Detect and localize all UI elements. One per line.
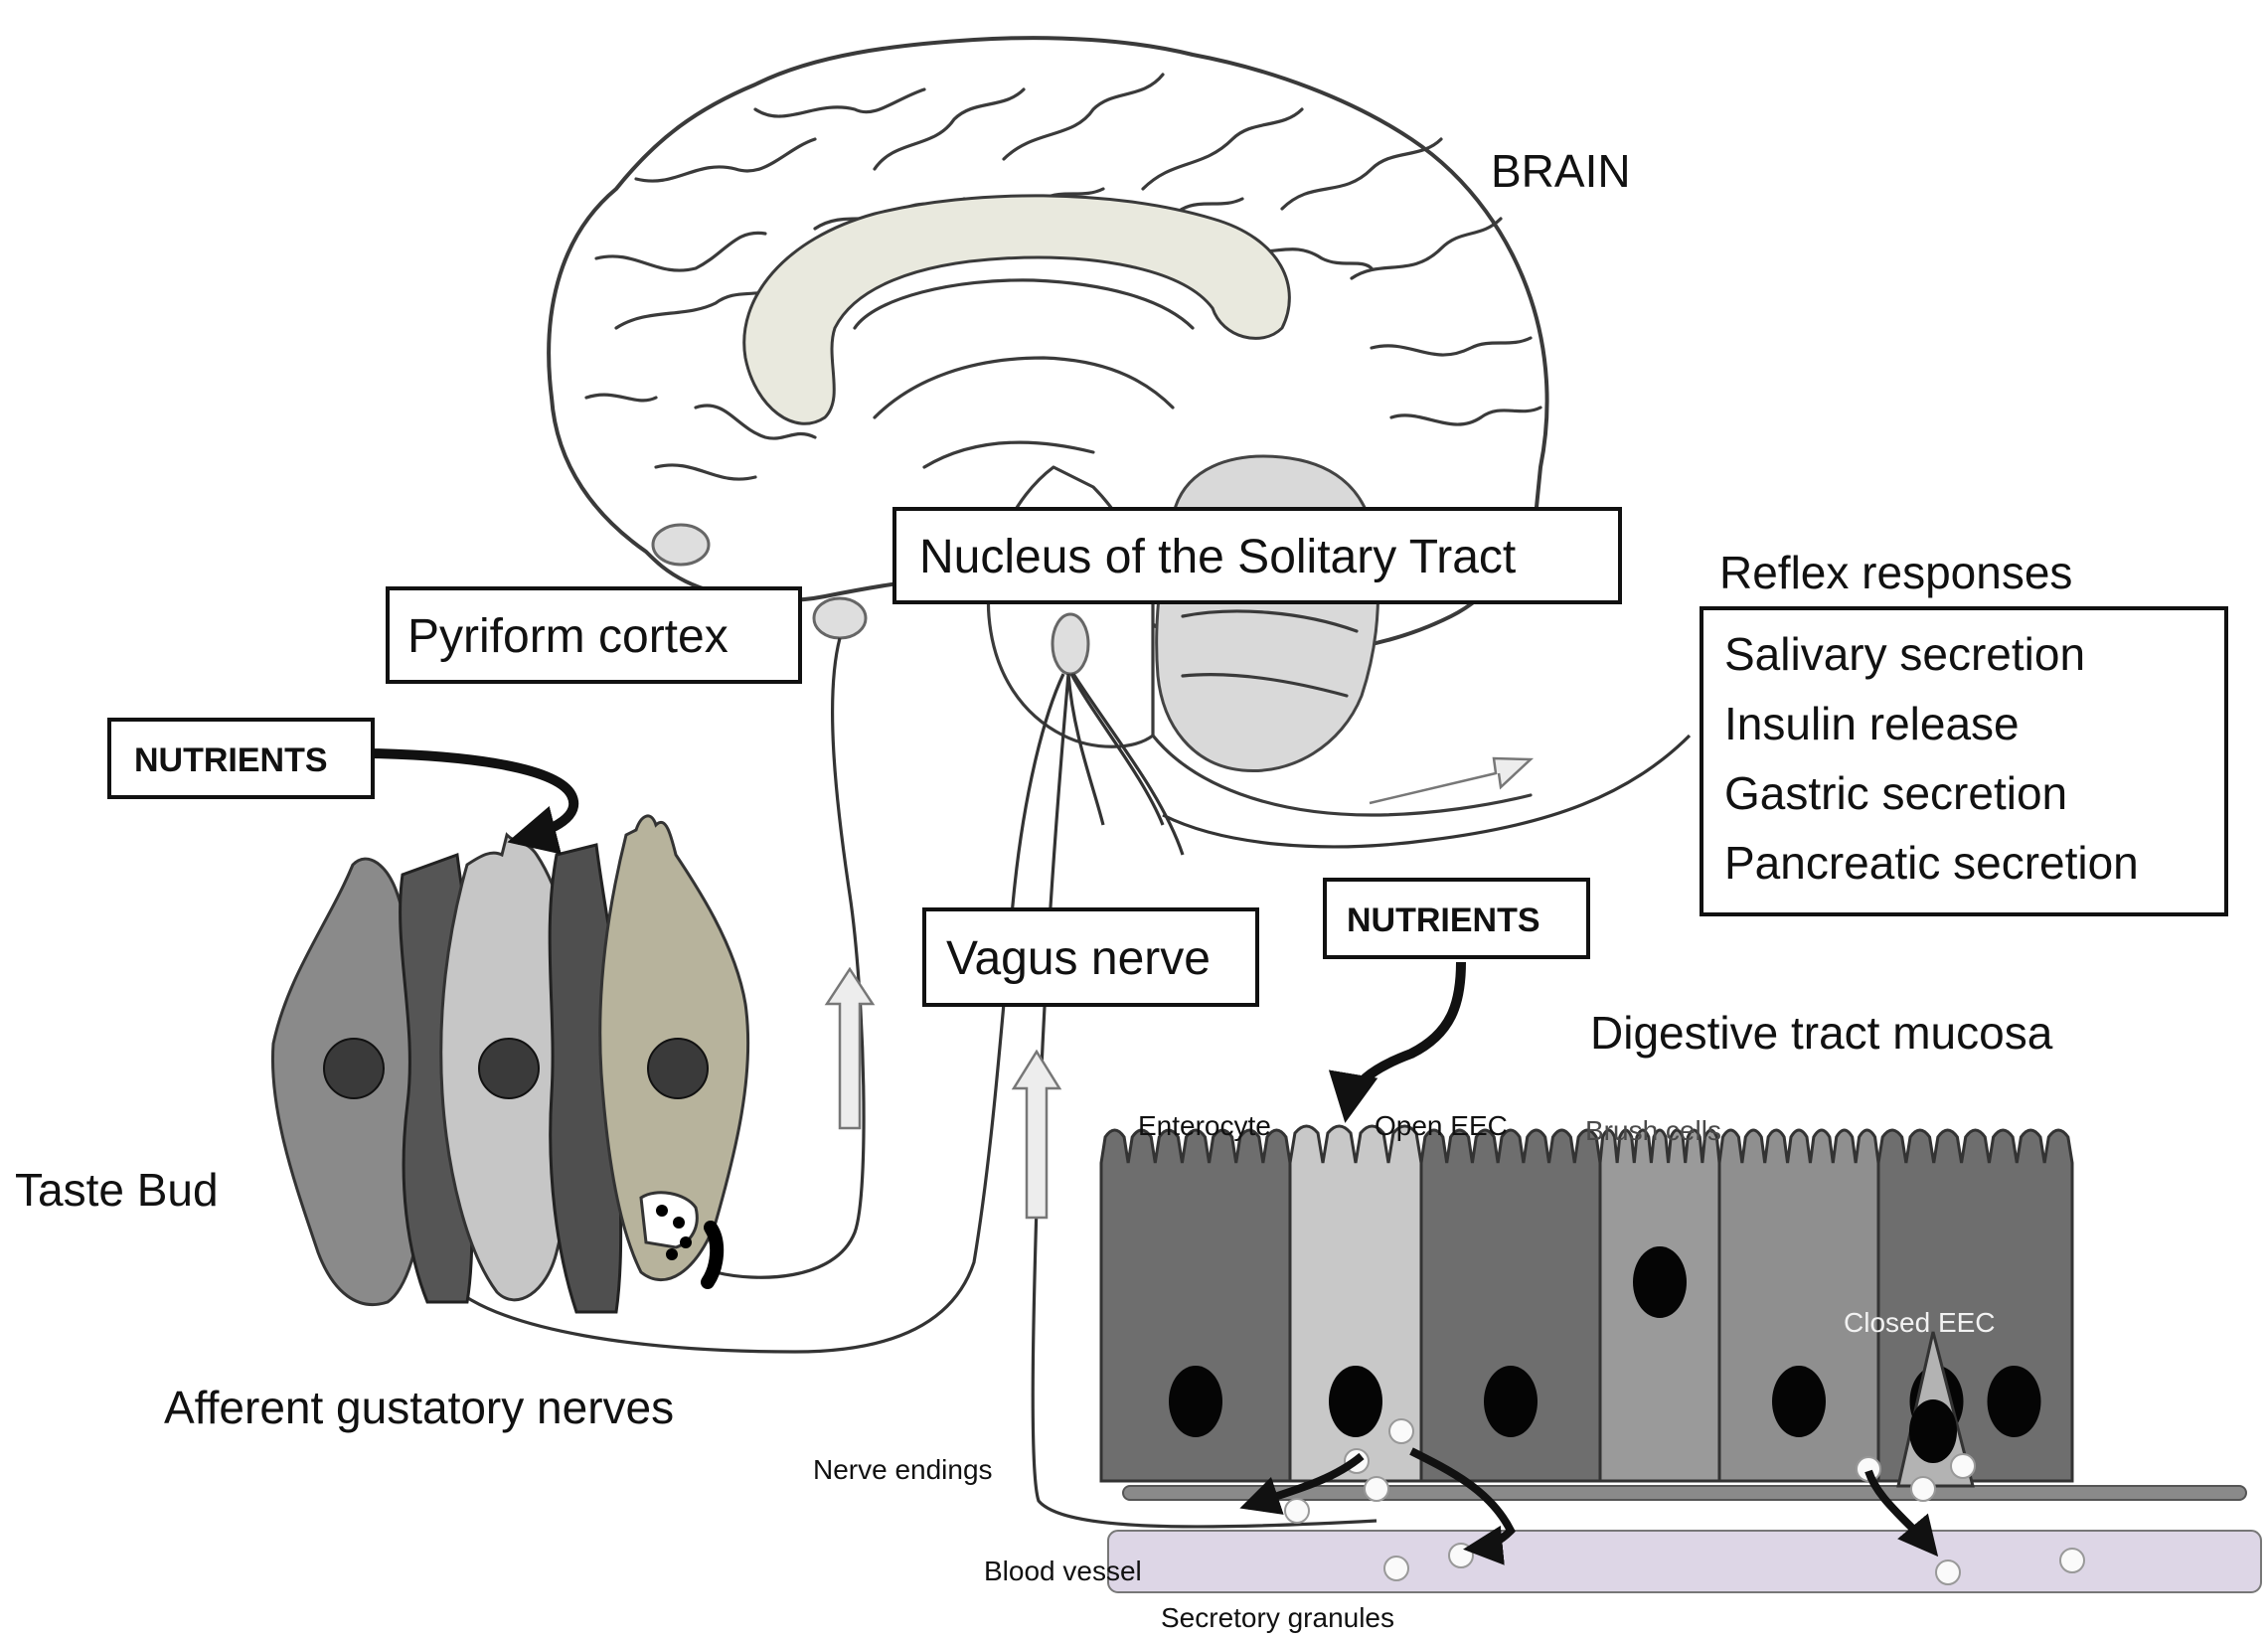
reflex-item: Pancreatic secretion	[1724, 837, 2139, 889]
pyriform-nucleus	[812, 596, 868, 640]
enterocyte-cell	[1717, 1128, 1880, 1483]
up-arrow-vagus	[1011, 1049, 1062, 1220]
cell-nucleus	[1484, 1366, 1538, 1437]
taste-nucleus-2	[478, 1038, 540, 1099]
enterocyte-cell	[1099, 1128, 1292, 1483]
digestive-label: Digestive tract mucosa	[1590, 1007, 2053, 1059]
open-eec-label: Open EEC	[1375, 1110, 1508, 1141]
reflex-item: Salivary secretion	[1724, 628, 2085, 680]
reflex-curve	[1162, 734, 1692, 849]
cell-nucleus	[1633, 1246, 1687, 1318]
enterocyte-cell	[1876, 1128, 2074, 1483]
cell-nucleus	[1329, 1366, 1382, 1437]
nutrients-label-mid: NUTRIENTS	[1347, 902, 1540, 939]
secretion-arrows	[1239, 1447, 1939, 1565]
pyriform-box: Pyriform cortex	[386, 586, 802, 684]
taste-nucleus-3	[647, 1038, 709, 1099]
cell-nucleus	[1987, 1366, 2041, 1437]
nutrient-arrow-top	[372, 748, 578, 855]
enterocyte-cell	[1419, 1128, 1602, 1483]
synapse-bar	[701, 1221, 725, 1289]
brush-cells-label: Brush cells	[1585, 1115, 1721, 1146]
blood-vessel	[1107, 1530, 2262, 1593]
taste-nucleus-1	[323, 1038, 385, 1099]
nts-box: Nucleus of the Solitary Tract	[892, 507, 1622, 604]
reflex-arrow	[1369, 756, 1535, 805]
cell-nucleus	[1169, 1366, 1222, 1437]
brush-cell	[1598, 1128, 1721, 1483]
closed-eec-label: Closed EEC	[1844, 1307, 1996, 1338]
taste-bud-label: Taste Bud	[15, 1164, 219, 1216]
reflex-item: Insulin release	[1724, 698, 2020, 749]
blood-vessel-label: Blood vessel	[984, 1556, 1142, 1586]
nts-label: Nucleus of the Solitary Tract	[919, 531, 1516, 583]
taste-bud	[270, 814, 750, 1314]
reflex-title: Reflex responses	[1719, 547, 2072, 598]
pyriform-label: Pyriform cortex	[407, 610, 729, 663]
vagus-label: Vagus nerve	[946, 932, 1211, 985]
nts-nucleus	[1051, 612, 1090, 676]
digestive-mucosa	[1099, 1124, 2262, 1593]
brain-illustration	[547, 36, 1549, 817]
reflex-item: Gastric secretion	[1724, 767, 2067, 819]
cell-nucleus	[1909, 1399, 1957, 1463]
open-eec-cell	[1288, 1124, 1423, 1483]
vagus-nerve	[1031, 673, 1377, 1529]
synapse-pocket	[639, 1191, 699, 1249]
hollow-arrows	[824, 756, 1535, 1220]
enterocyte-label: Enterocyte	[1138, 1110, 1271, 1141]
nerve-pathways	[445, 637, 1692, 1529]
nutrients-box-top: NUTRIENTS	[107, 718, 375, 799]
nerve-endings-label: Nerve endings	[813, 1454, 993, 1485]
vagus-box: Vagus nerve	[922, 907, 1259, 1007]
nutrients-box-mid: NUTRIENTS	[1323, 878, 1590, 959]
secretory-granules-label: Secretory granules	[1161, 1602, 1394, 1633]
reflex-box: Salivary secretion Insulin release Gastr…	[1700, 606, 2228, 916]
nutrient-arrows	[372, 748, 1466, 1123]
basement-membrane	[1122, 1485, 2247, 1501]
afferent-label: Afferent gustatory nerves	[164, 1382, 674, 1433]
up-arrow-gustatory	[824, 966, 876, 1130]
nutrients-label-top: NUTRIENTS	[134, 741, 328, 779]
cell-nucleus	[1772, 1366, 1826, 1437]
gustatory-nerve	[715, 637, 866, 1279]
brain-label: BRAIN	[1491, 145, 1631, 197]
corpus-callosum	[742, 194, 1291, 425]
nutrient-arrow-mid	[1328, 961, 1466, 1123]
olfactory-bulb	[651, 523, 711, 567]
afferent-gustatory-nerve	[445, 673, 1065, 1354]
